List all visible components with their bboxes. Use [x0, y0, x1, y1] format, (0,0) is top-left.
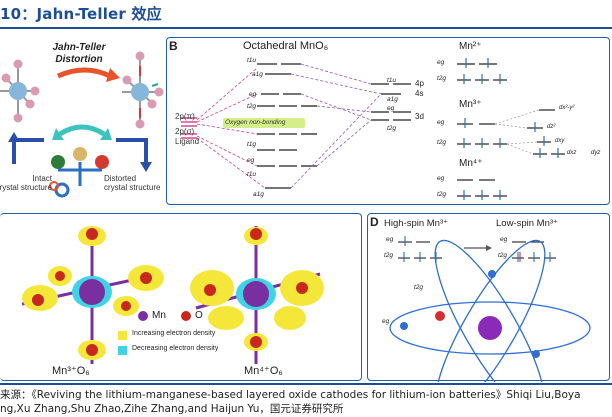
svg-text:4p: 4p [415, 79, 424, 88]
distortion-caption-line-1: Jahn-Teller [52, 42, 106, 53]
svg-text:eg: eg [387, 105, 395, 112]
svg-text:a1g: a1g [253, 191, 264, 198]
high-eg-label: eg [386, 236, 394, 243]
panel-c: Mn O Increasing electron density Decreas… [0, 213, 362, 381]
split-dxz: dxz [567, 150, 577, 156]
mn2-title: Mn²⁺ [459, 41, 482, 52]
title-rule [0, 27, 612, 29]
mn3-o6-isosurface [21, 226, 164, 364]
mo-diagram-title: Octahedral MnO₆ [243, 40, 329, 52]
svg-text:t1u: t1u [247, 57, 256, 64]
mn2-t2g: t2g [437, 75, 447, 82]
legend-increase-label: Increasing electron density [132, 330, 216, 337]
svg-text:a1g: a1g [387, 96, 398, 103]
electron-density-graphic [21, 226, 324, 364]
mn4-o6-isosurface [190, 226, 324, 364]
svg-text:t2g: t2g [387, 125, 396, 132]
intact-caption-line-2: crystal structure [0, 183, 52, 192]
panel-b: B Octahedral MnO₆ [166, 37, 610, 205]
mn3-title: Mn³⁺ [459, 99, 482, 110]
distortion-caption-line-2: Distortion [55, 54, 103, 65]
atom-t2g-label: t2g [414, 284, 424, 291]
spin-atom-graphic [389, 236, 591, 382]
decrease-legend-swatch [118, 346, 127, 355]
ligand-labels: 2p(π) 2p(σ) Ligand [175, 112, 199, 147]
mn3-o6-label: Mn³⁺O₆ [52, 365, 90, 377]
low-eg-label: eg [500, 236, 508, 243]
svg-text:t1u: t1u [387, 77, 396, 84]
mn4-t2g: t2g [437, 191, 447, 198]
split-dxy: dxy [555, 138, 565, 144]
split-dx2y2: dx²-y² [559, 105, 575, 111]
distortion-caption: Jahn-Teller Distortion [44, 42, 114, 66]
mn4-eg: eg [437, 175, 445, 182]
mn3-eg: eg [437, 119, 445, 126]
increase-legend-swatch [118, 331, 127, 340]
svg-text:a1g: a1g [252, 71, 263, 78]
svg-text:t1u: t1u [247, 171, 256, 178]
mn3-t2g: t2g [437, 139, 447, 146]
distorted-caption: Distorted crystal structure [104, 174, 170, 192]
atom-eg-label: eg [382, 318, 390, 325]
ligand-sigma-label: 2p(σ) [175, 127, 195, 136]
oxygen-band-label: Oxygen non-bonding [225, 119, 286, 126]
svg-text:3d: 3d [415, 112, 424, 121]
svg-text:eg: eg [247, 157, 255, 164]
split-dyz: dyz [591, 150, 601, 156]
panel-d: D High-spin Mn³⁺ Low-spin Mn³⁺ eg t2g eg… [367, 213, 610, 382]
source-rule [0, 383, 612, 385]
panel-b-tag: B [169, 39, 178, 53]
mn-legend-marker [138, 311, 148, 321]
svg-text:eg: eg [249, 91, 257, 98]
o-legend-marker [181, 311, 191, 321]
high-spin-label: High-spin Mn³⁺ [384, 218, 449, 229]
mn4-title: Mn⁴⁺ [459, 158, 483, 169]
mn4-o6-label: Mn⁴⁺O₆ [244, 365, 283, 377]
mo-diagram: t1u a1g eg t2g t1g eg t1u a1g t1u a1g eg t2g 4… [181, 57, 565, 200]
legend-mn-label: Mn [152, 310, 166, 321]
intact-caption-line-1: Intact [32, 174, 52, 183]
panel-d-tag: D [370, 215, 379, 229]
svg-text:4s: 4s [415, 89, 423, 98]
high-t2g-label: t2g [384, 252, 394, 259]
source-line-2: ng,Xu Zhang,Shu Zhao,Zihe Zhang,and Haij… [0, 403, 344, 415]
legend-decrease-label: Decreasing electron density [132, 345, 219, 352]
figure-title: 10：Jahn-Teller 效应 [0, 5, 162, 23]
distorted-caption-line-2: crystal structure [104, 183, 161, 192]
split-dz2: dz² [547, 124, 556, 130]
svg-text:t2g: t2g [247, 103, 256, 110]
intact-caption: Intact crystal structure [0, 174, 52, 192]
low-spin-label: Low-spin Mn³⁺ [496, 218, 559, 229]
ligand-label: Ligand [175, 137, 200, 146]
distorted-caption-line-1: Distorted [104, 174, 137, 183]
panel-a-graphic [0, 51, 164, 198]
svg-text:t1g: t1g [247, 141, 256, 148]
ligand-pi-label: 2p(π) [175, 112, 195, 121]
low-t2g-label: t2g [498, 252, 508, 259]
mn2-eg: eg [437, 59, 445, 66]
legend-o-label: O [195, 310, 203, 321]
panel-a: Jahn-Teller Distortion Intact crystal st… [0, 36, 170, 206]
source-line-1: 来源：《Reviving the lithium-manganese-based… [0, 389, 581, 401]
intact-octahedron-icon [0, 59, 40, 123]
distorted-octahedron-icon [122, 51, 164, 129]
